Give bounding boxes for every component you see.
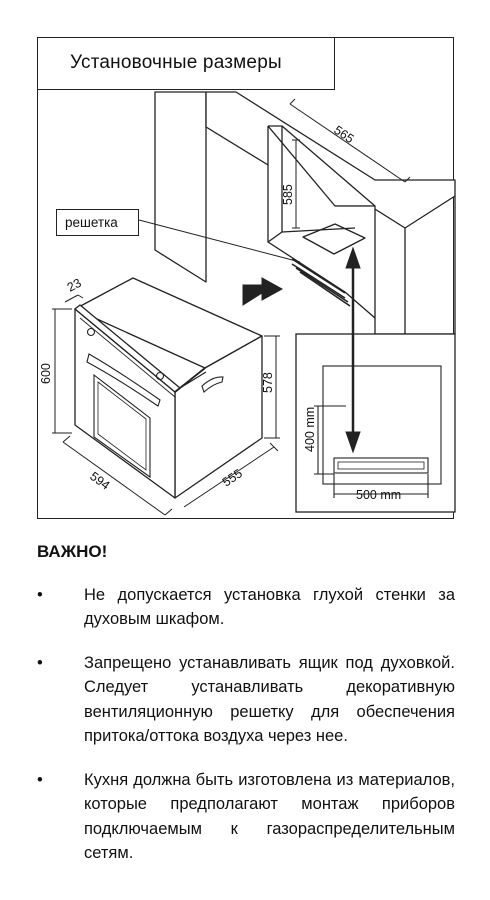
installation-diagram: 565 585 23 600 578 594 bbox=[39, 91, 456, 516]
notice-section: ВАЖНО! • Не допускается установка глухой… bbox=[37, 540, 455, 885]
grille-label: решетка bbox=[56, 209, 139, 236]
vent-detail-box bbox=[295, 333, 456, 513]
side-handle bbox=[201, 376, 224, 393]
notice-item-text: Запрещено устанавливать ящик под духовко… bbox=[84, 653, 455, 746]
dim-600: 600 bbox=[39, 363, 53, 384]
notice-item: • Не допускается установка глухой стенки… bbox=[37, 583, 455, 632]
insert-arrow-icon bbox=[242, 277, 284, 306]
figure-title-box: Установочные размеры bbox=[37, 37, 335, 90]
dim-400mm: 400 mm bbox=[303, 407, 317, 452]
dim-565: 565 bbox=[331, 123, 356, 146]
dim-594: 594 bbox=[87, 469, 112, 493]
vent-airflow-arrow-icon bbox=[345, 246, 361, 454]
bullet-icon: • bbox=[37, 653, 43, 672]
notice-heading: ВАЖНО! bbox=[37, 542, 108, 561]
niche-floor bbox=[302, 223, 366, 255]
vent-grille bbox=[333, 457, 429, 474]
notice-item: • Кухня должна быть изготовлена из матер… bbox=[37, 768, 455, 866]
oven-handle bbox=[86, 353, 161, 407]
bullet-icon: • bbox=[37, 770, 43, 789]
grille-slots bbox=[291, 258, 351, 307]
dim-555: 555 bbox=[220, 466, 245, 489]
dim-23: 23 bbox=[65, 276, 84, 295]
dim-585-line bbox=[292, 139, 300, 229]
notice-item-text: Не допускается установка глухой стенки з… bbox=[84, 585, 455, 629]
notice-item: • Запрещено устанавливать ящик под духов… bbox=[37, 651, 455, 749]
knob-left-icon bbox=[86, 327, 96, 337]
dim-565-line bbox=[289, 98, 411, 183]
notice-item-text: Кухня должна быть изготовлена из материа… bbox=[84, 770, 455, 863]
dim-500mm: 500 mm bbox=[356, 488, 401, 502]
grille-leader-line bbox=[138, 219, 301, 263]
cabinet-left-side bbox=[154, 91, 207, 283]
vent-detail-niche bbox=[322, 365, 442, 485]
knob-right-icon bbox=[155, 371, 165, 381]
oven-window bbox=[93, 373, 151, 479]
dim-585: 585 bbox=[281, 184, 295, 205]
figure-title: Установочные размеры bbox=[70, 52, 282, 73]
dim-578: 578 bbox=[261, 372, 275, 393]
bullet-icon: • bbox=[37, 585, 43, 604]
